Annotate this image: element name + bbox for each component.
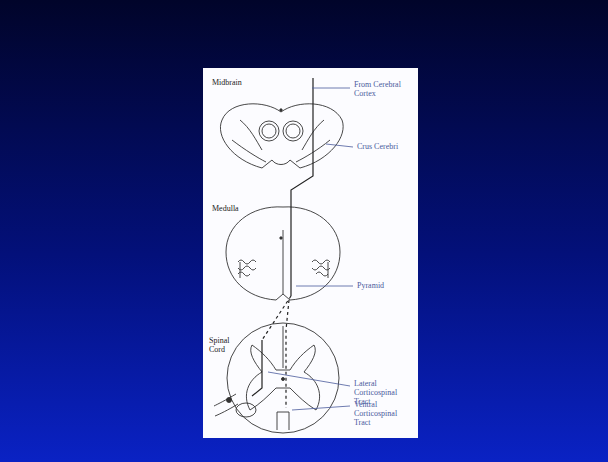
corticospinal-fiber [252, 78, 313, 408]
section-name: Medulla [212, 204, 239, 213]
part-label: Crus Cerebri [357, 142, 398, 151]
leader-lines [268, 88, 353, 410]
section-name: Midbrain [212, 78, 242, 87]
image-panel [203, 68, 418, 438]
fiber-origin-label: From Cerebral Cortex [354, 80, 406, 98]
section-name: Spinal Cord [209, 336, 239, 354]
tract-label: Ventral Corticospinal Tract [354, 400, 414, 427]
part-label: Pyramid [357, 281, 384, 290]
brainstem-sections [214, 104, 343, 433]
